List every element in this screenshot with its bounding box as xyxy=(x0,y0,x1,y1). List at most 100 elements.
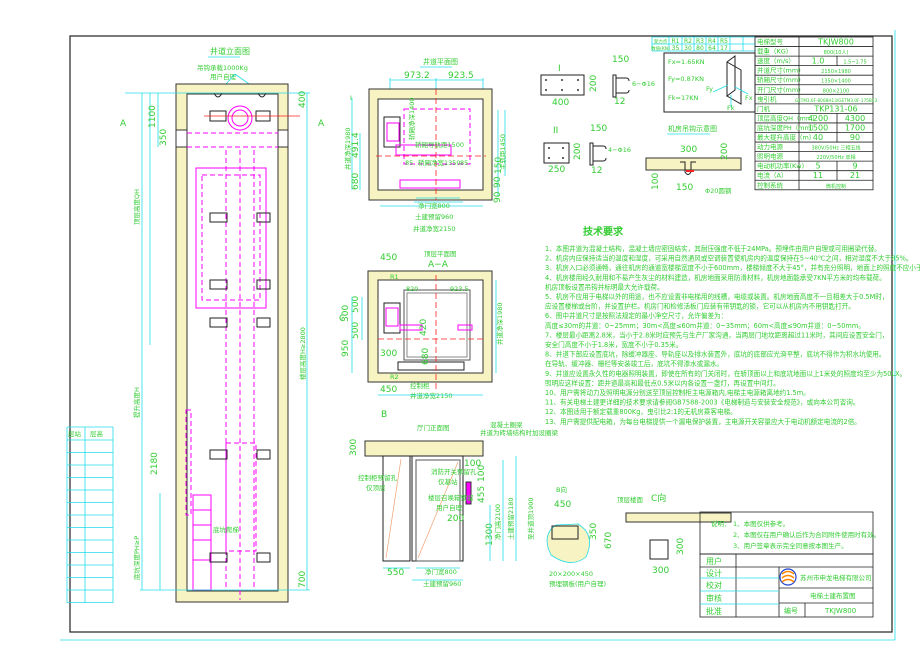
view-b-dim-450: 450 xyxy=(554,500,571,510)
sec-dim-300-a: 300 xyxy=(341,305,351,322)
landing-door-elevation: 厅门正面图 混凝土圈梁 井道为砖墙结构时加设圈梁 300 控制柜预留孔 仅顶层 … xyxy=(349,420,559,588)
door-width-label: 净门宽800 xyxy=(425,567,457,576)
dim-12-ii: 12 xyxy=(591,166,602,176)
plate-size: 20×200×450 xyxy=(549,570,593,578)
force-value: 17 xyxy=(720,45,728,52)
spec-value: 1500 xyxy=(808,123,828,132)
car-width: 轿厢净宽1350 xyxy=(418,158,461,167)
spec-value: 微机控制 xyxy=(826,183,846,190)
spec-value: 800×2100 xyxy=(823,88,849,94)
tech-requirement-line: 2、机房内应保持适当的温度和湿度，可采用自然通风或空调装置使机房内的温度保持在5… xyxy=(545,254,912,263)
tb-review: 审核 xyxy=(706,593,722,603)
force-value: R1 xyxy=(672,38,680,45)
spec-label: 电动机功率(Kw) xyxy=(757,161,804,170)
spec-label: 顶层高度QH（mm） xyxy=(757,113,819,122)
civil-height: 土建预留2180 xyxy=(506,497,515,540)
beam-label: 混凝土圈梁 xyxy=(490,420,523,429)
hook-dim-300: 300 xyxy=(680,145,697,155)
bolts-ii: 4−Φ16 xyxy=(608,146,631,154)
view-b-title: B向 xyxy=(556,485,567,494)
drawing-name: 电梯土建布置图 xyxy=(810,591,856,600)
hook-dim-100: 100 xyxy=(651,173,661,190)
dim-400-plate: 400 xyxy=(552,98,569,108)
shaft-width: 井道净宽2150 xyxy=(413,224,456,233)
spec-label: 开门尺寸(mm) xyxy=(757,85,801,94)
dim-90-a: 90 xyxy=(493,176,503,188)
door-dim-200: 200 xyxy=(447,514,464,524)
company-logo xyxy=(779,568,797,586)
spec-row: 开门尺寸(mm) 800×2100 xyxy=(755,84,873,95)
civil-opening: 土建预留960 xyxy=(415,212,453,221)
panel-hole-label: 控制柜预留孔 xyxy=(358,473,398,482)
control-cabinet-label: 控制柜 xyxy=(410,381,430,390)
sec-dim-450-top: 450 xyxy=(380,253,397,263)
dim-85-left: 85 xyxy=(405,159,413,167)
force-diagram: Fx=1.65KN Fy=0.87KN Fk=17KN Fy Fx Fk xyxy=(663,52,756,113)
force-value: 35 xyxy=(672,45,680,52)
tb-approve: 批准 xyxy=(706,606,722,616)
spec-row: 载重（KG）800(10人) xyxy=(755,46,873,57)
spec-label: 轿厢尺寸(mm) xyxy=(757,75,801,84)
spec-row: 井道尺寸(mm)2150×1980 xyxy=(755,65,873,76)
spec-value: GETM3.0F-800BH13/GETM3.0F-175B13 xyxy=(795,98,878,103)
hook-dim-200: 200 xyxy=(720,143,730,160)
tech-requirement-line: 安全门高度不小于1.8米，宽度不小于0.35米。 xyxy=(545,340,682,349)
bolts-i: 6−Φ16 xyxy=(632,80,655,88)
plate-note: 预埋钢板(用户自理) xyxy=(549,579,606,588)
spec-value: 220V/50Hz 单相 xyxy=(817,154,856,161)
sec-dim-923: 923.5 xyxy=(450,285,469,293)
dim-700: 700 xyxy=(298,571,308,588)
elevator-car xyxy=(195,167,267,309)
view-b: B向 450 350 至井道顶1900 20×200×450 预埋钢板(用户自理… xyxy=(526,485,606,588)
call-box xyxy=(465,481,472,505)
counterweight xyxy=(225,442,257,552)
force-value: 80 xyxy=(696,45,704,52)
view-c-dim-300-b: 300 xyxy=(652,566,669,576)
civil-width-label: 土建预留960 xyxy=(423,579,461,588)
spec-value: 4200 xyxy=(808,114,828,123)
shaft-depth: 井道净深1980 xyxy=(343,127,352,170)
spec-value-alt: 90 xyxy=(850,133,860,142)
dim-150-i: 150 xyxy=(612,55,629,65)
label-fy: Fy xyxy=(706,85,713,93)
spec-label: 电梯型号 xyxy=(757,37,784,46)
floor-table: 层站 层高 xyxy=(66,426,114,603)
view-b-height-note: 至井道顶1900 xyxy=(526,497,535,540)
panel-floor-label: 仅顶层 xyxy=(366,483,386,492)
top-floor-plan: 顶层平面图 A−A 450 450 820 923.5 500 300 500 … xyxy=(339,250,504,420)
force-value: 30 xyxy=(684,45,692,52)
door-width: 净门宽800 xyxy=(418,201,450,210)
plan-title: 井道平面图 xyxy=(423,57,458,66)
spec-label: 载重（KG） xyxy=(757,47,792,56)
notes-label: 说明： xyxy=(711,519,731,528)
hook-owner-label: 用户自理 xyxy=(210,72,237,81)
tech-requirement-line: 在导轨、缓冲器、栅栏等安装竣工后，底坑不得渗水或漏水。 xyxy=(545,359,723,368)
note-1: 1、本图仅供参考。 xyxy=(733,519,789,528)
elevation-title: 井道立面图 xyxy=(210,46,250,56)
spec-label: 速度（m/s） xyxy=(757,56,795,65)
sec-dim-300-b: 300 xyxy=(380,349,397,359)
floor-table-header-height: 层高 xyxy=(90,429,104,438)
spec-label: 动力电源 xyxy=(757,142,784,151)
tech-requirement-line: 6、图中井道尺寸是按照法规定的最小净空尺寸，允许偏差为： xyxy=(545,311,727,320)
dim-491-4: 491.4 xyxy=(351,132,361,158)
dim-680: 680 xyxy=(351,173,361,190)
spec-value-alt: 1700 xyxy=(845,123,865,132)
force-value: 64 xyxy=(708,45,716,52)
view-c-dim-670: 670 xyxy=(604,532,614,549)
force-fy: Fy=0.87KN xyxy=(668,75,704,83)
dim-2180: 2180 xyxy=(150,452,160,475)
force-fx: Fx=1.65KN xyxy=(668,58,705,66)
sec-shaft-width: 井道净宽2150 xyxy=(410,391,453,400)
tb-user: 用户 xyxy=(706,556,722,566)
force-value: R2 xyxy=(684,38,692,45)
dim-250-plate: 250 xyxy=(548,165,565,175)
sec-dim-500-a: 500 xyxy=(351,296,361,313)
section-mark-a-left: A xyxy=(120,119,127,129)
